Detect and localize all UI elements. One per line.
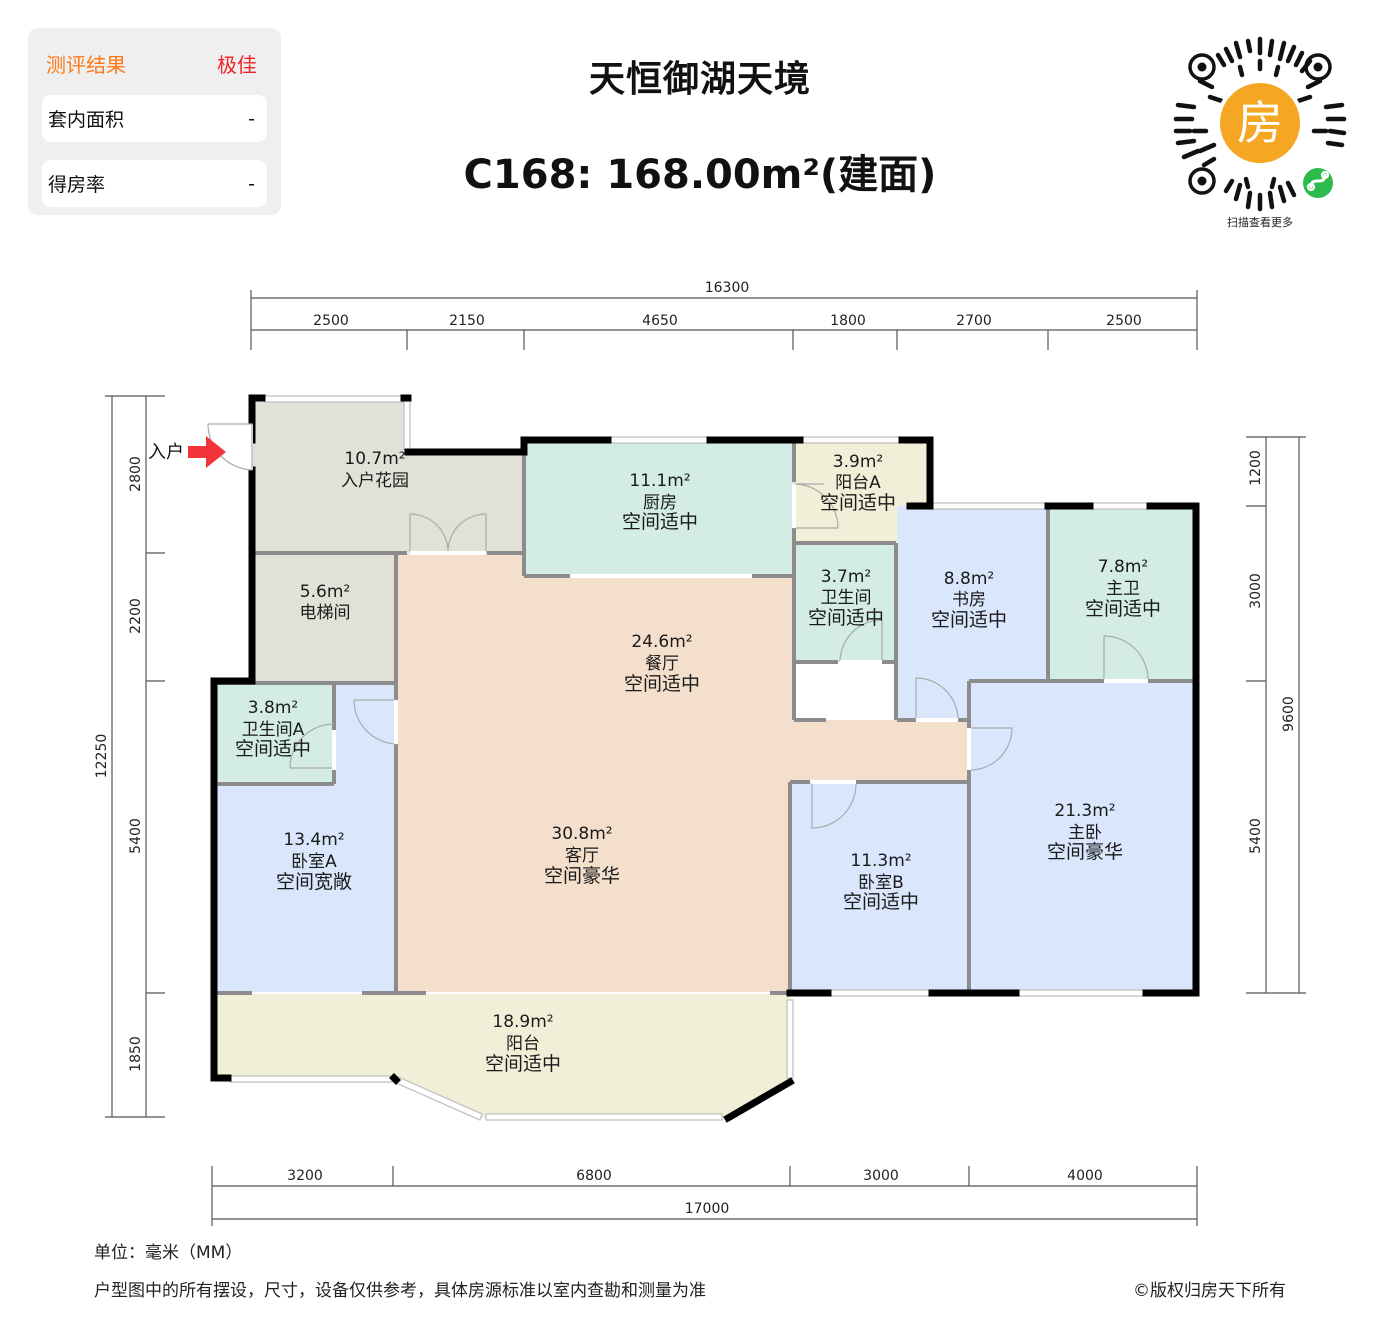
dim-left-2: 2200: [128, 598, 144, 634]
dim-top-6: 2500: [1106, 313, 1142, 329]
dim-top-3: 4650: [642, 313, 678, 329]
qr-caption: 扫描查看更多: [1227, 216, 1293, 229]
mini-program-icon: [1303, 168, 1333, 198]
room-bedroom-b[interactable]: [791, 782, 968, 992]
dim-bottom-3: 3000: [863, 1168, 899, 1184]
dim-left-4: 1850: [128, 1036, 144, 1072]
room-entry-garden[interactable]: [252, 398, 524, 552]
dim-bottom-1: 3200: [287, 1168, 323, 1184]
qr-code[interactable]: 房: [1170, 35, 1350, 215]
copyright: ©版权归房天下所有: [1133, 1281, 1286, 1301]
evaluation-header: 测评结果 极佳: [46, 49, 257, 78]
dim-right-3: 5400: [1248, 818, 1264, 854]
dim-right-2: 3000: [1248, 573, 1264, 609]
room-study[interactable]: [897, 506, 1048, 720]
dim-top-5: 2700: [956, 313, 992, 329]
row-value: -: [248, 172, 255, 195]
unit-title: C168: 168.00m²(建面): [463, 152, 937, 198]
room-bathroom[interactable]: [794, 544, 896, 662]
dim-left-3: 5400: [128, 818, 144, 854]
project-name: 天恒御湖天境: [588, 59, 811, 100]
entrance-marker: 入户: [148, 436, 226, 468]
dim-bottom-2: 6800: [576, 1168, 612, 1184]
dim-right-1: 1200: [1248, 450, 1264, 486]
room-balcony[interactable]: [214, 994, 792, 1118]
dim-bottom-4: 4000: [1067, 1168, 1103, 1184]
house-badge-icon: [1220, 83, 1300, 163]
unit-note: 单位：毫米（MM）: [94, 1243, 243, 1263]
room-master-bath[interactable]: [1048, 506, 1196, 681]
disclaimer: 户型图中的所有摆设，尺寸，设备仅供参考，具体房源标准以室内查勘和测量为准: [94, 1281, 706, 1301]
room-fills: [214, 398, 1196, 1118]
room-master-bedroom[interactable]: [969, 682, 1196, 992]
room-bathroom-a[interactable]: [214, 683, 334, 783]
room-kitchen[interactable]: [524, 440, 794, 576]
entrance-label: 入户: [148, 442, 184, 463]
evaluation-rating: 极佳: [217, 53, 257, 77]
qr-pattern-icon: [1173, 36, 1347, 212]
dim-top-1: 2500: [313, 313, 349, 329]
dim-top-total: 16300: [705, 280, 750, 296]
room-bedroom-a[interactable]: [214, 683, 396, 992]
room-dining-living[interactable]: [397, 553, 969, 992]
dim-right-total: 9600: [1281, 696, 1297, 732]
evaluation-row-efficiency: 得房率 -: [42, 160, 267, 207]
qr-center-char: 房: [1237, 96, 1283, 150]
dim-left-total: 12250: [94, 734, 110, 779]
room-elevator[interactable]: [252, 553, 395, 681]
dim-top-4: 1800: [830, 313, 866, 329]
dim-top-2: 2150: [449, 313, 485, 329]
entrance-arrow-icon: [188, 436, 226, 468]
row-label: 套内面积: [48, 109, 125, 131]
evaluation-label: 测评结果: [46, 53, 126, 77]
qr-finder-icons: [1188, 53, 1332, 195]
dim-left-1: 2800: [128, 456, 144, 492]
entrance-door[interactable]: [207, 423, 253, 471]
row-value: -: [248, 107, 255, 130]
evaluation-row-inner-area: 套内面积 -: [42, 95, 267, 142]
dim-bottom-total: 17000: [685, 1201, 730, 1217]
evaluation-card: 测评结果 极佳 套内面积 - 得房率 -: [28, 28, 281, 215]
row-label: 得房率: [48, 174, 106, 196]
